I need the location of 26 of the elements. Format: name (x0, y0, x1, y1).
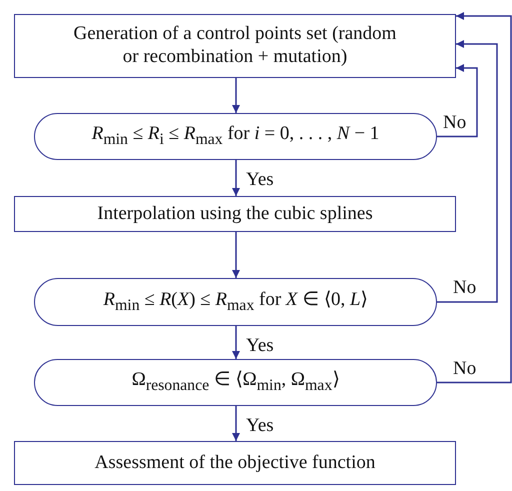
arrow (437, 40, 498, 303)
arrow (232, 160, 240, 196)
arrow (437, 12, 512, 384)
node-text: Generation of a control points set (random or recombination + mutation) (72, 23, 398, 69)
edge-label: Yes (246, 336, 274, 355)
edge-label: No (453, 278, 476, 297)
edge-label: No (453, 358, 476, 378)
arrow (232, 326, 240, 359)
edge-label: Yes (246, 170, 274, 189)
node-text: Interpolation using the cubic splines (97, 202, 373, 226)
edge-label: No (443, 112, 466, 132)
arrow (232, 232, 240, 278)
decision-box (34, 113, 437, 160)
arrow (232, 78, 240, 113)
node-text: Assessment of the objective function (94, 452, 376, 474)
node-text: Ω$_{resonance}$ ∈ ⟨Ω$_{min}$, Ω$_{max}$⟩ (132, 369, 340, 396)
node-text: R$_{min}$ ≤ R(X) ≤ R$_{max}$ for X ∈ ⟨0, L⟩ (103, 288, 368, 316)
node-text: R$_{min}$ ≤ R$_{i}$ ≤ R$_{max}$ for i = 0, . . . , N − 1 (92, 123, 380, 150)
process-box (14, 441, 456, 485)
process-box (14, 14, 456, 78)
decision-box (34, 278, 437, 326)
edge-label: Yes (246, 416, 274, 435)
arrow (437, 64, 478, 138)
arrow (232, 406, 240, 441)
decision-box (34, 359, 437, 406)
process-box (14, 196, 456, 232)
